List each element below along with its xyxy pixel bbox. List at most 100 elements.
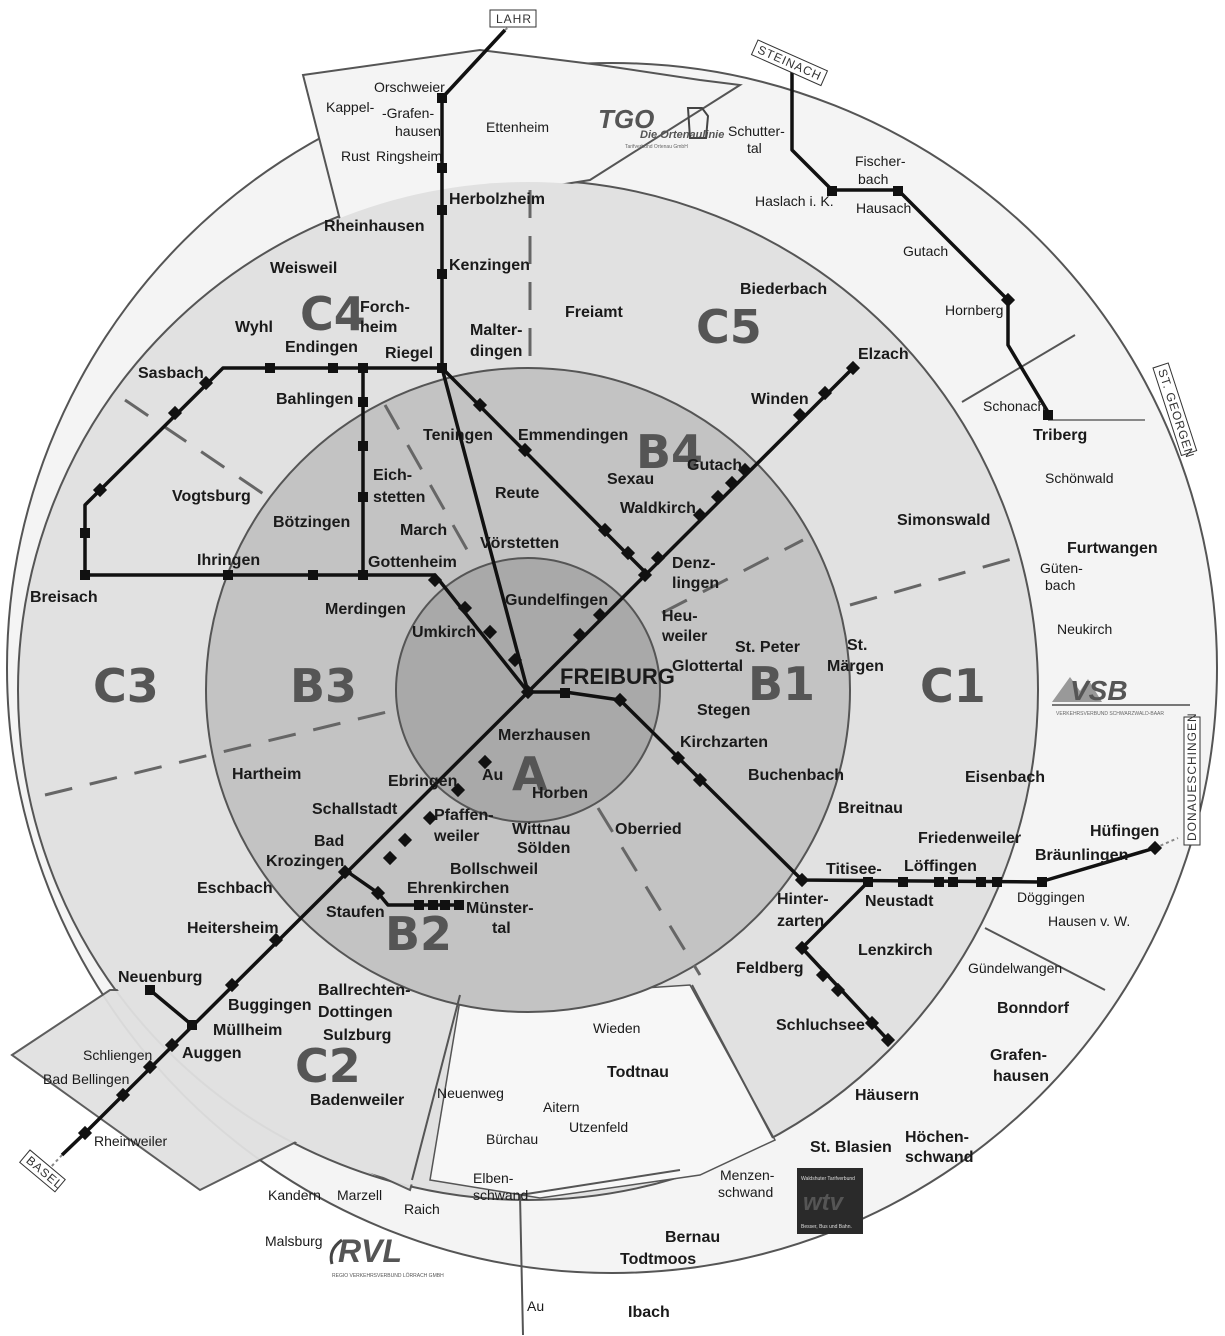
place-pfaffenweiler-1: Pfaffen- [434, 807, 494, 824]
place-ehrenkirchen: Ehrenkirchen [407, 880, 509, 897]
place-endingen: Endingen [285, 339, 358, 356]
vsb-logo: VSB VERKEHRSVERBUND SCHWARZWALD-BAAR [1052, 675, 1190, 717]
svg-text:Waldshuter Tarifverbund: Waldshuter Tarifverbund [801, 1176, 855, 1182]
zone-label-c5: C5 [696, 300, 762, 354]
sector-divider [961, 334, 1076, 403]
place-schonach: Schonach [983, 398, 1045, 414]
place-kandern: Kandern [268, 1187, 321, 1203]
place-denzlingen-2: lingen [672, 575, 719, 592]
place-merdingen: Merdingen [325, 601, 406, 618]
place-kenzingen: Kenzingen [449, 257, 530, 274]
place-ettenheim: Ettenheim [486, 119, 549, 135]
place-boetzingen: Bötzingen [273, 514, 350, 531]
place-haeusern: Häusern [855, 1087, 919, 1104]
place-heuweiler-2: weiler [661, 628, 707, 645]
place-au-south: Au [527, 1298, 544, 1314]
outer-ring-gap [0, 1030, 90, 1180]
direction-steinach: STEINACH [750, 39, 829, 87]
place-kappel: Kappel- [326, 99, 375, 115]
place-badenweiler: Badenweiler [310, 1092, 404, 1109]
place-gundelfingen: Gundelfingen [505, 592, 608, 609]
place-sulzburg: Sulzburg [323, 1027, 391, 1044]
place-gutach-b: Gutach [687, 457, 742, 474]
place-ballrechten-1: Ballrechten- [318, 982, 410, 999]
svg-text:Besser, Bus und Bahn.: Besser, Bus und Bahn. [801, 1224, 852, 1230]
place-gottenheim: Gottenheim [368, 554, 457, 571]
svg-text:VERKEHRSVERBUND SCHWARZWALD-BA: VERKEHRSVERBUND SCHWARZWALD-BAAR [1056, 711, 1164, 717]
place-neuenweg: Neuenweg [437, 1085, 504, 1101]
place-riegel: Riegel [385, 345, 433, 362]
place-soelden: Sölden [517, 840, 570, 857]
place-menzenschwand-2: schwand [718, 1184, 773, 1200]
place-fischerbach-1: Fischer- [855, 153, 906, 169]
place-ebringen: Ebringen [388, 773, 457, 790]
place-bollschweil: Bollschweil [450, 861, 538, 878]
place-forchheim-2: heim [360, 319, 397, 336]
sector-divider [691, 984, 774, 1139]
place-staufen: Staufen [326, 904, 385, 921]
place-heitersheim: Heitersheim [187, 920, 279, 937]
direction-donaueschingen: DONAUESCHINGEN [1183, 712, 1201, 846]
place-feldberg: Feldberg [736, 960, 804, 977]
place-muenstertal-2: tal [492, 920, 511, 937]
svg-text:LAHR: LAHR [496, 12, 532, 26]
place-haslach: Haslach i. K. [755, 193, 834, 209]
south-sector [429, 984, 777, 1199]
place-winden: Winden [751, 391, 809, 408]
place-bernau: Bernau [665, 1229, 720, 1246]
sector-divider [519, 1169, 681, 1196]
place-fischerbach-2: bach [858, 171, 888, 187]
svg-text:DONAUESCHINGEN: DONAUESCHINGEN [1185, 712, 1199, 841]
place-wittnau: Wittnau [512, 821, 571, 838]
zone-label-c3: C3 [93, 659, 159, 713]
place-guendelwangen: Gündelwangen [968, 960, 1062, 976]
place-rheinweiler: Rheinweiler [94, 1133, 167, 1149]
place-schuttertal-1: Schutter- [728, 123, 785, 139]
zone-label-b4: B4 [636, 425, 703, 479]
place-muellheim: Müllheim [213, 1022, 282, 1039]
place-rheinhausen: Rheinhausen [324, 218, 424, 235]
place-schluchsee: Schluchsee [776, 1017, 865, 1034]
place-friedenweiler: Friedenweiler [918, 830, 1021, 847]
direction-lahr: LAHR [489, 9, 537, 28]
place-breitnau: Breitnau [838, 800, 903, 817]
place-grafenhausen-2: hausen [395, 123, 441, 139]
place-au-inner: Au [482, 767, 503, 784]
place-orschweier: Orschweier [374, 79, 445, 95]
dashed-dividers [44, 190, 1016, 976]
place-elzach: Elzach [858, 346, 909, 363]
place-bad-bellingen: Bad Bellingen [43, 1071, 129, 1087]
place-huefingen: Hüfingen [1090, 823, 1159, 840]
place-grafenhausen-s-1: Grafen- [990, 1047, 1047, 1064]
place-schoenwald: Schönwald [1045, 470, 1114, 486]
zone-label-b2: B2 [385, 907, 452, 961]
place-march: March [400, 522, 447, 539]
place-labels: FREIBURG Gundelfingen Umkirch Merzhausen… [30, 191, 1045, 1109]
place-wieden: Wieden [593, 1020, 640, 1036]
place-breisach: Breisach [30, 589, 98, 606]
place-todtnau: Todtnau [607, 1064, 669, 1081]
place-marzell: Marzell [337, 1187, 382, 1203]
place-guetenbach-1: Güten- [1040, 560, 1083, 576]
place-schuttertal-2: tal [747, 140, 762, 156]
place-hoechenschwand-1: Höchen- [905, 1129, 969, 1146]
place-hinterzarten-1: Hinter- [777, 891, 829, 908]
place-oberried: Oberried [615, 821, 682, 838]
place-heuweiler-1: Heu- [662, 608, 698, 625]
place-malterdingen-2: dingen [470, 343, 522, 360]
place-waldkirch: Waldkirch [620, 500, 696, 517]
place-kirchzarten: Kirchzarten [680, 734, 768, 751]
place-buggingen: Buggingen [228, 997, 312, 1014]
place-gutach-o: Gutach [903, 243, 948, 259]
place-titisee: Titisee- [826, 861, 882, 878]
place-furtwangen: Furtwangen [1067, 540, 1158, 557]
place-sasbach: Sasbach [138, 365, 204, 382]
place-triberg: Triberg [1033, 427, 1087, 444]
svg-text:TGO: TGO [598, 104, 654, 134]
zone-label-c1: C1 [920, 659, 986, 713]
place-schallstadt: Schallstadt [312, 801, 398, 818]
wtv-logo: Waldshuter Tarifverbund wtv Besser, Bus … [797, 1168, 863, 1234]
place-buchenbach: Buchenbach [748, 767, 844, 784]
place-hausach: Hausach [856, 200, 911, 216]
svg-text:wtv: wtv [803, 1189, 845, 1216]
